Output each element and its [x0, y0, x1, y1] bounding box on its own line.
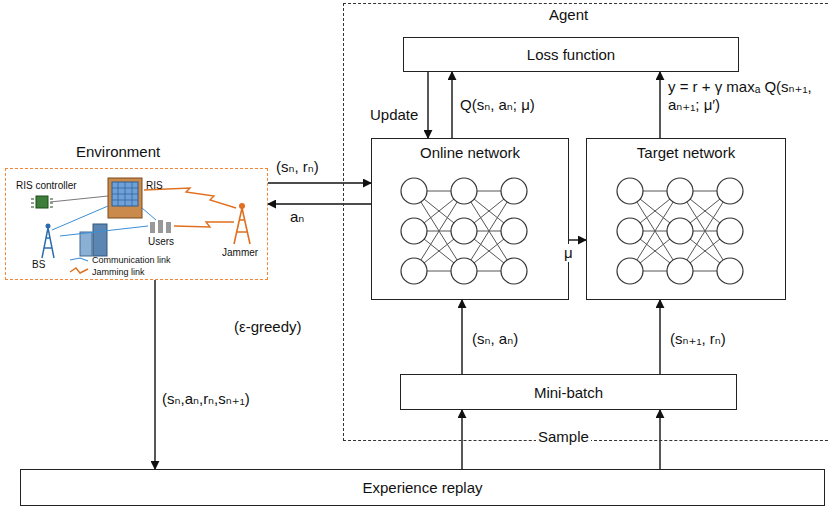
neuron [451, 178, 477, 204]
arrow-connector [461, 300, 462, 374]
edge-label: (sₙ,aₙ,rₙ,sₙ₊₁) [160, 390, 252, 408]
arrow-connector [154, 280, 155, 469]
neuron [667, 258, 693, 284]
neuron [451, 218, 477, 244]
arrow-connector [659, 300, 660, 374]
part-label: Users [148, 236, 174, 248]
arrow-connector [427, 72, 428, 138]
network-box: Online network [371, 138, 569, 300]
part-label: BS [32, 259, 45, 271]
arrow-connector [451, 72, 452, 138]
node-title: Target network [587, 144, 785, 161]
arrow-connector [659, 410, 660, 469]
neuron [501, 218, 527, 244]
replay-box: Experience replay [20, 469, 825, 506]
minibatch-box: Mini-batch [400, 374, 737, 410]
node-title: Online network [372, 144, 568, 161]
edge-label: (sₙ, aₙ) [470, 330, 520, 348]
neural-network-icon [389, 169, 539, 294]
edge-label: Q(sₙ, aₙ; μ) [458, 96, 537, 114]
node-title: Agent [549, 6, 588, 23]
legend-text: Jamming link [92, 266, 145, 278]
neuron [401, 258, 427, 284]
neuron [401, 218, 427, 244]
node-title: Loss function [527, 46, 615, 63]
policy-label: (ε-greedy) [232, 318, 304, 336]
neuron [451, 258, 477, 284]
neuron [617, 218, 643, 244]
neuron [717, 218, 743, 244]
node-title: Environment [76, 143, 160, 160]
edge-label: μ [562, 244, 575, 262]
node-title: Experience replay [362, 479, 482, 496]
edge-label: Sample [536, 428, 591, 446]
arrow-connector [268, 203, 371, 204]
neuron [501, 178, 527, 204]
neuron [401, 178, 427, 204]
part-label: Jammer [222, 247, 258, 259]
loss-box: Loss function [403, 37, 739, 72]
arrow-connector [659, 72, 660, 138]
edge-label: (sₙ, rₙ) [274, 158, 321, 176]
arrow-connector [268, 182, 371, 183]
part-label: RIS [146, 180, 163, 192]
neuron [717, 258, 743, 284]
node-title: Mini-batch [534, 384, 603, 401]
neuron [667, 218, 693, 244]
neural-network-icon [605, 169, 755, 294]
edge-label: aₙ [288, 208, 306, 226]
edge-label: y = r + γ maxₐ Q(sₙ₊₁, aₙ₊₁; μ′) [666, 78, 825, 114]
neuron [501, 258, 527, 284]
arrow-connector [461, 410, 462, 469]
edge-label: Update [368, 106, 420, 124]
edge-label: (sₙ₊₁, rₙ) [668, 330, 728, 348]
neuron [617, 178, 643, 204]
neuron [667, 178, 693, 204]
part-label: RIS controller [16, 180, 77, 192]
legend-text: Communication link [92, 254, 171, 266]
arrow-connector [569, 239, 586, 240]
network-box: Target network [586, 138, 786, 300]
neuron [717, 178, 743, 204]
neuron [617, 258, 643, 284]
